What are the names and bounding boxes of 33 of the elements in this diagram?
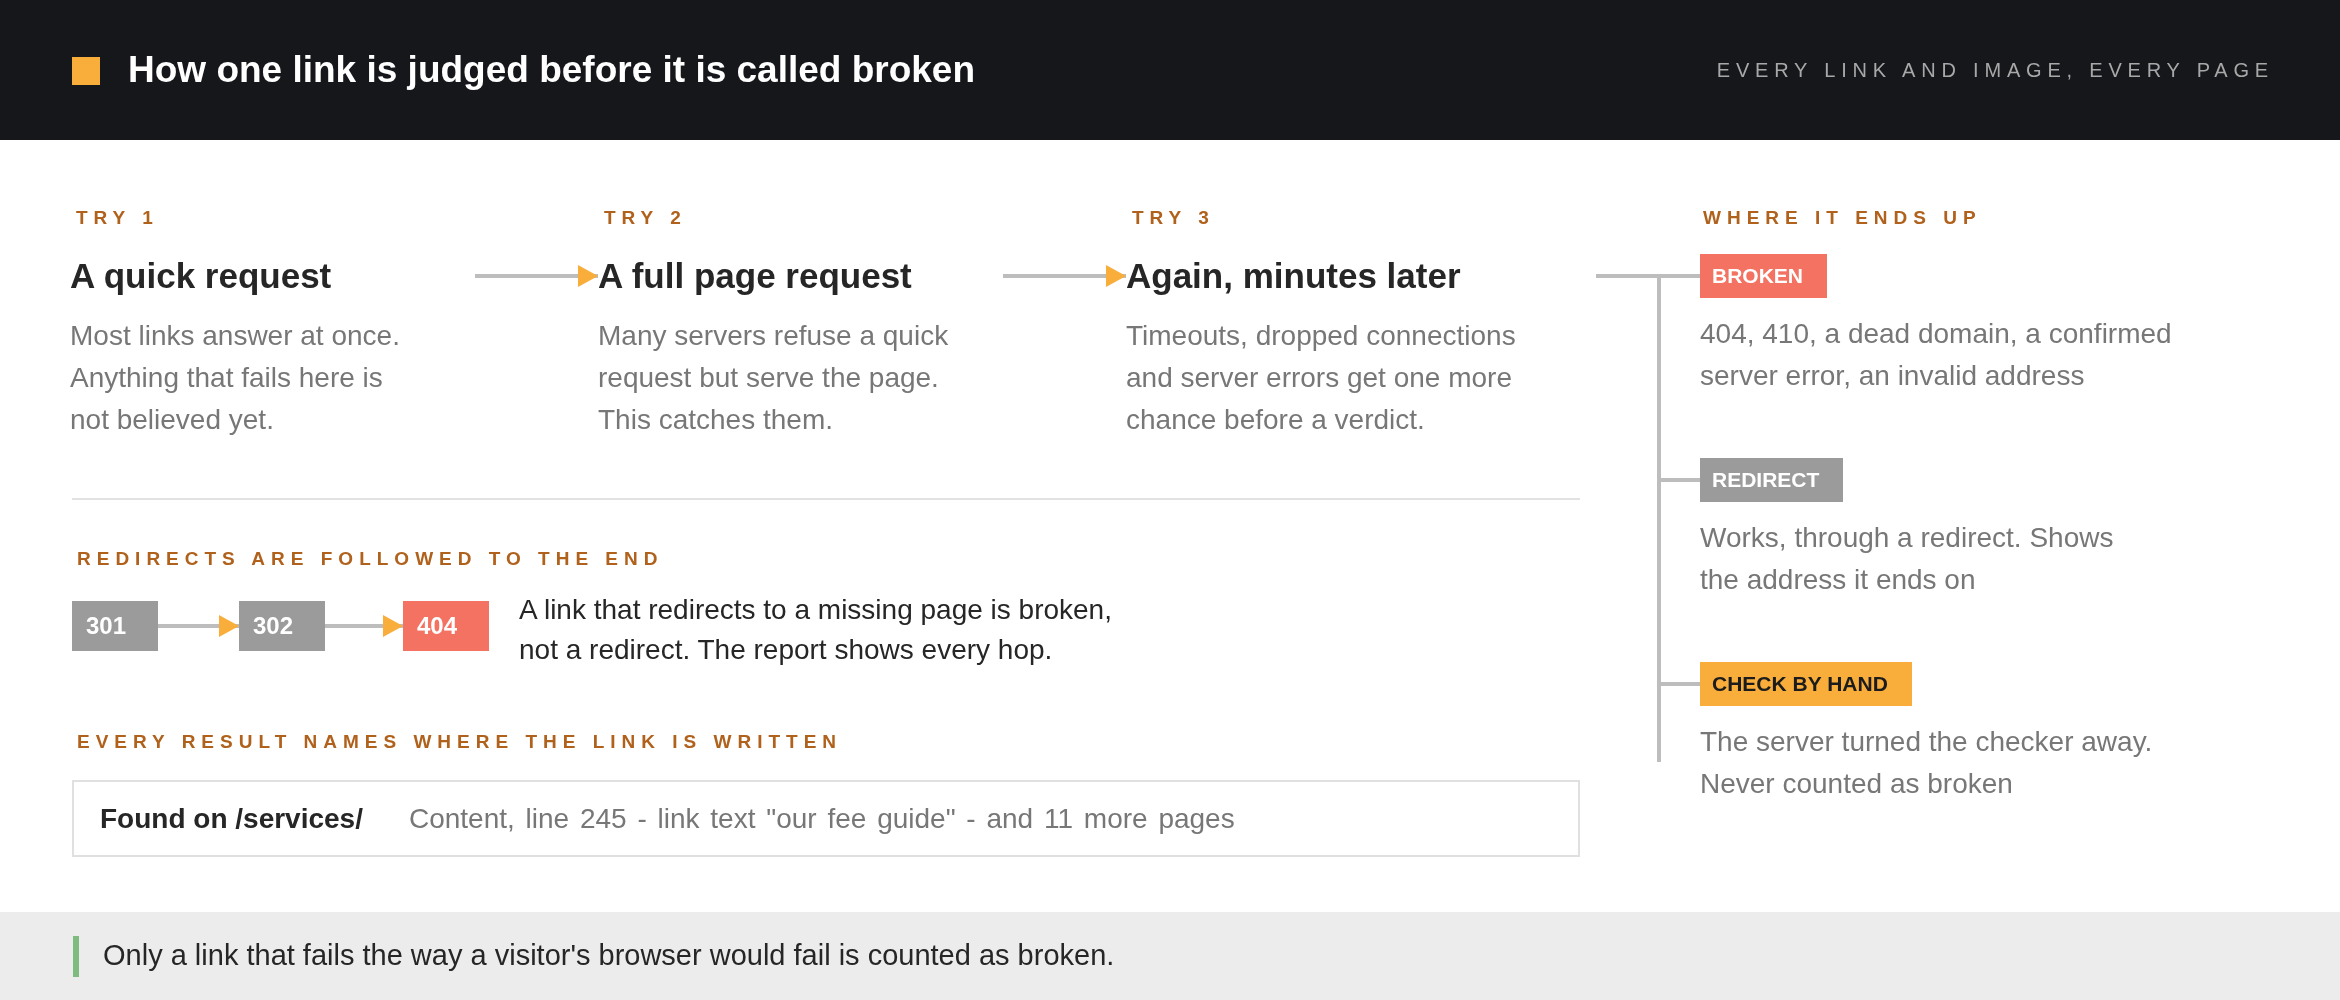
status-code-tag: 302 [239, 601, 325, 651]
step-description: Many servers refuse a quick request but serve the page. This catches them. [598, 319, 950, 437]
arrow [325, 615, 403, 637]
status-badge: REDIRECT [1700, 458, 1844, 502]
arrow [1003, 265, 1126, 287]
result-panel [72, 780, 1580, 857]
redirect-note: A link that redirects to a missing page is broken, not a redirect. The report shows every hop. [519, 593, 1113, 667]
status-badge: CHECK BY HAND [1700, 662, 1912, 706]
header-tagline: EVERY LINK AND IMAGE, EVERY PAGE [1716, 58, 2274, 83]
outcome-description: 404, 410, a dead domain, a confirmed server error, an invalid address [1700, 317, 2173, 393]
step-heading: Again, minutes later [1126, 255, 1462, 297]
step-label: TRY 2 [604, 206, 688, 230]
diagram-title: How one link is judged before it is called broken [128, 48, 976, 92]
step-description: Most links answer at once. Anything that fails here is not believed yet. [70, 319, 401, 437]
result-details: Content, line 245 - link text "our fee guide" - and 11 more pages [408, 801, 1235, 836]
status-code-tag: 301 [72, 601, 158, 651]
step-heading: A quick request [70, 255, 333, 297]
footer-note: Only a link that fails the way a visitor's browser would fail is counted as broken. [103, 938, 1115, 973]
status-code-tag: 404 [403, 601, 489, 651]
step-heading: A full page request [598, 255, 913, 297]
status-badge: BROKEN [1700, 254, 1827, 298]
result-location: Found on /services/ [100, 801, 363, 836]
outcome-description: Works, through a redirect. Shows the address it ends on [1700, 521, 2115, 597]
step-label: TRY 1 [76, 206, 160, 230]
step-description: Timeouts, dropped connections and server errors get one more chance before a verdict. [1126, 319, 1517, 437]
outcome-description: The server turned the checker away. Never counted as broken [1700, 725, 2154, 801]
arrow [158, 615, 239, 637]
connector-line [1596, 274, 1700, 686]
section-heading: WHERE IT ENDS UP [1703, 206, 1982, 230]
section-heading: EVERY RESULT NAMES WHERE THE LINK IS WRITTEN [77, 730, 843, 754]
arrow [475, 265, 598, 287]
section-heading: REDIRECTS ARE FOLLOWED TO THE END [77, 547, 664, 571]
step-label: TRY 3 [1132, 206, 1216, 230]
